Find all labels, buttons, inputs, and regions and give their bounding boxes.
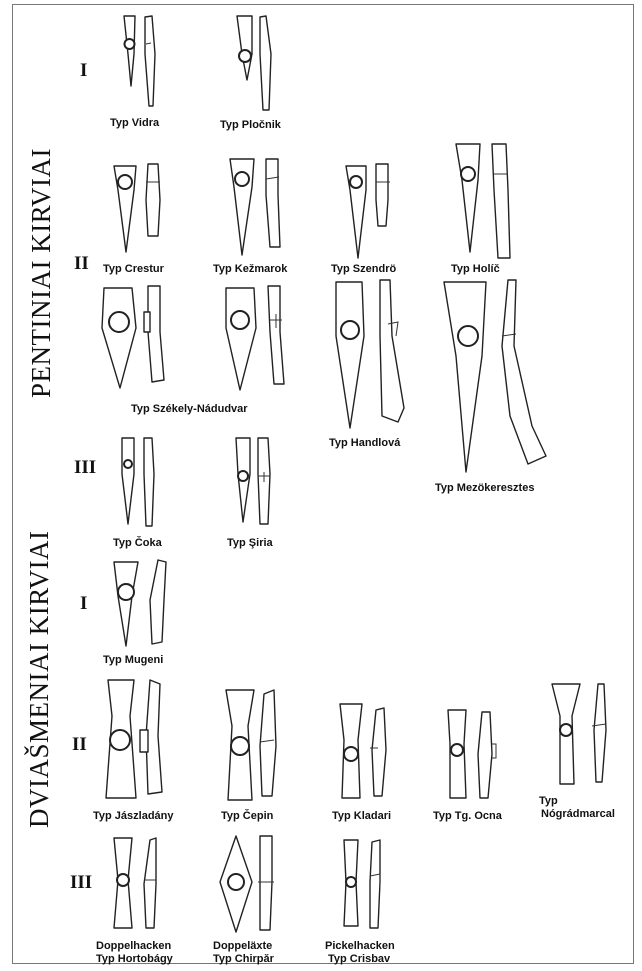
caption-chirpar-line2: Typ Chirpăr bbox=[213, 953, 274, 966]
caption-hortobagy-line1: Doppelhacken bbox=[96, 940, 171, 953]
axe-drawing-cepin bbox=[220, 686, 286, 806]
axe-drawing-szekely-2 bbox=[220, 282, 294, 394]
group-numeral-dviasmeniai-3: III bbox=[70, 872, 92, 894]
axe-drawing-coka bbox=[116, 434, 166, 530]
group-numeral-pentiniai-2: II bbox=[74, 253, 89, 275]
axe-drawing-szekely-1 bbox=[98, 282, 176, 394]
axe-drawing-hortobagy bbox=[106, 834, 166, 934]
axe-drawing-szendro bbox=[342, 160, 398, 264]
axe-drawing-kezmarok bbox=[226, 155, 288, 263]
axe-drawing-mugeni bbox=[108, 556, 174, 652]
axe-drawing-jaszladany bbox=[100, 676, 176, 804]
caption-nogradmarcal-line2: Nógrádmarcal bbox=[541, 808, 615, 821]
group-numeral-pentiniai-3: III bbox=[74, 457, 96, 479]
caption-coka: Typ Čoka bbox=[113, 537, 162, 550]
caption-cepin: Typ Čepin bbox=[221, 810, 273, 823]
group-numeral-dviasmeniai-1: I bbox=[80, 593, 87, 615]
section-label-pentiniai: PENTINIAI KIRVIAI bbox=[26, 148, 57, 398]
axe-drawing-handlova bbox=[324, 276, 412, 434]
caption-handlova: Typ Handlová bbox=[329, 437, 400, 450]
section-label-dviasmeniai: DVIAŠMENIAI KIRVIAI bbox=[24, 530, 55, 828]
caption-kladari: Typ Kladari bbox=[332, 810, 391, 823]
axe-drawing-plocnik bbox=[230, 14, 278, 118]
caption-kezmarok: Typ Kežmarok bbox=[213, 263, 287, 276]
axe-drawing-kladari bbox=[334, 700, 394, 804]
caption-mugeni: Typ Mugeni bbox=[103, 654, 163, 667]
axe-drawing-vidra bbox=[118, 14, 162, 116]
caption-plocnik: Typ Pločnik bbox=[220, 119, 281, 132]
axe-drawing-mezokeresztes bbox=[436, 276, 552, 476]
axe-drawing-tg-ocna bbox=[440, 704, 504, 804]
axe-drawing-crestur bbox=[110, 160, 170, 260]
caption-chirpar-line1: Doppeläxte bbox=[213, 940, 272, 953]
caption-jaszladany: Typ Jászladány bbox=[93, 810, 174, 823]
group-numeral-dviasmeniai-2: II bbox=[72, 734, 87, 756]
axe-drawing-crisbav bbox=[336, 836, 390, 934]
caption-holic: Typ Holíč bbox=[451, 263, 500, 276]
caption-szekely-nadudvar: Typ Székely-Nádudvar bbox=[131, 403, 248, 416]
caption-hortobagy-line2: Typ Hortobágy bbox=[96, 953, 173, 966]
caption-crisbav-line1: Pickelhacken bbox=[325, 940, 395, 953]
caption-szendro: Typ Szendrö bbox=[331, 263, 396, 276]
axe-drawing-nogradmarcal bbox=[544, 680, 618, 790]
group-numeral-pentiniai-1: I bbox=[80, 60, 87, 82]
caption-nogradmarcal-line1: Typ bbox=[539, 795, 558, 808]
axe-drawing-chirpar bbox=[214, 832, 282, 936]
caption-tg-ocna: Typ Tg. Ocna bbox=[433, 810, 502, 823]
caption-mezokeresztes: Typ Mezökeresztes bbox=[435, 482, 534, 495]
caption-crestur: Typ Crestur bbox=[103, 263, 164, 276]
axe-drawing-sinia bbox=[230, 434, 280, 530]
axe-drawing-holic bbox=[450, 140, 520, 262]
caption-vidra: Typ Vidra bbox=[110, 117, 159, 130]
caption-crisbav-line2: Typ Crisbav bbox=[328, 953, 390, 966]
caption-sinia: Typ Şiria bbox=[227, 537, 273, 550]
